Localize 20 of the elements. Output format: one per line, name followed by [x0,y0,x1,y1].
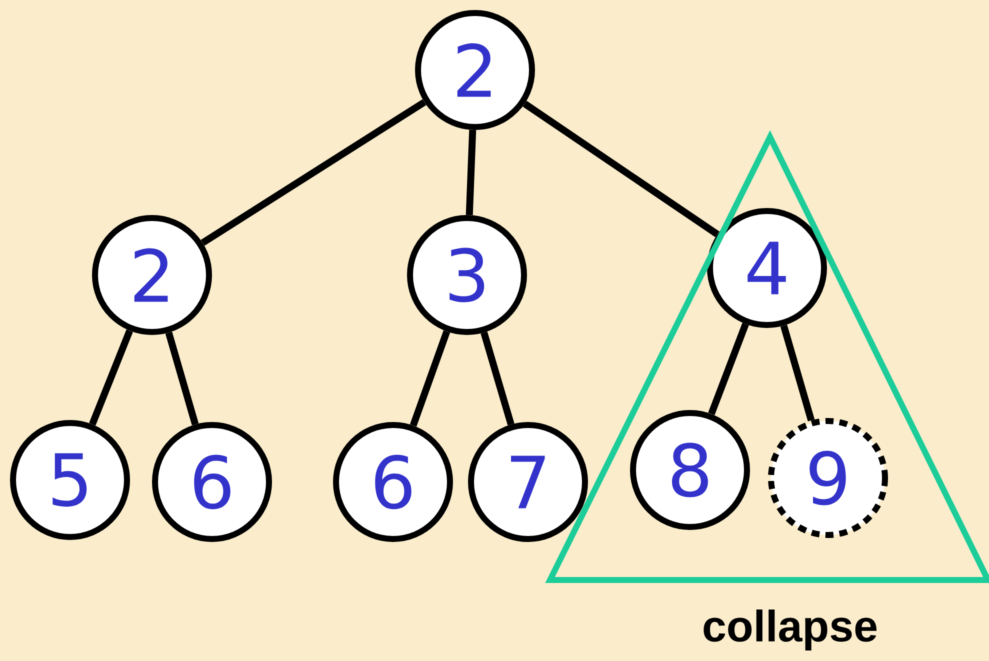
tree-edge [89,329,133,426]
tree-edge [522,100,720,238]
circle-node: 6 [333,422,453,542]
tree-edge [480,332,514,426]
circle-node: 2 [415,10,535,130]
tree-edge [466,130,476,216]
tree-edge [200,99,426,246]
tree-edge [708,322,749,416]
tree-edge [165,332,199,426]
circle-node: 4 [707,208,827,328]
node-label: collapse [704,609,877,650]
dotted-circle-node: 9 [768,418,888,538]
tree-edge [410,330,450,427]
circle-node: 6 [152,422,272,542]
circle-node: 3 [407,215,527,335]
circle-node: 5 [10,420,130,540]
circle-node: 2 [92,215,212,335]
circle-node: 8 [630,410,750,530]
circle-node: 7 [468,422,588,542]
tree-edge [780,324,815,422]
